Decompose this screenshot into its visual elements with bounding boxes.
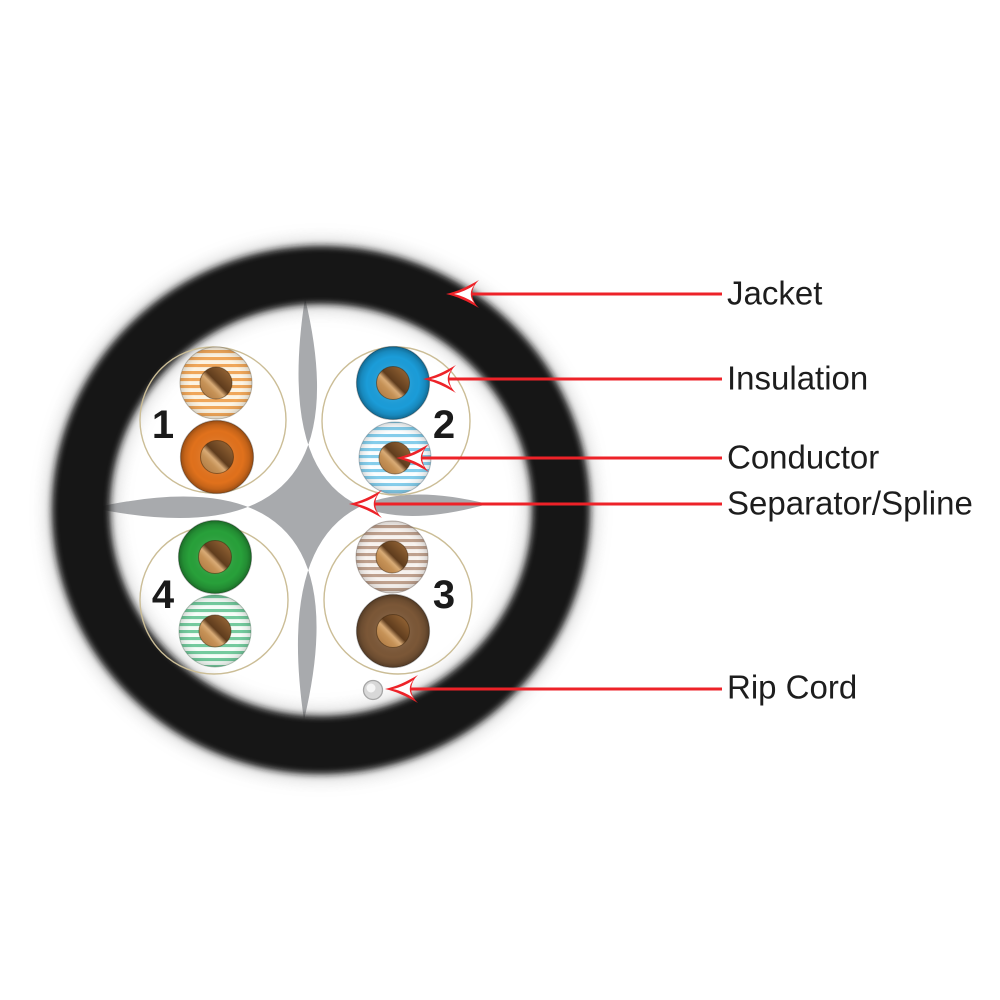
conductor — [376, 614, 410, 648]
conductor — [198, 540, 232, 574]
wire-pair1-top-white-orange — [179, 346, 253, 420]
conductor — [199, 366, 233, 400]
label-jacket: Jacket — [727, 274, 823, 312]
wire-pair1-bottom-orange — [179, 419, 255, 495]
wire-pair4-top-green — [177, 519, 253, 595]
conductor — [200, 440, 234, 474]
wire-pair3-top-white-brown — [355, 520, 429, 594]
jacket-ring — [52, 246, 590, 774]
label-ripcord: Rip Cord — [727, 668, 858, 706]
label-conductor: Conductor — [727, 438, 880, 476]
pair3-number: 3 — [433, 573, 455, 617]
wire-pair2-bottom-white-blue — [358, 421, 432, 495]
conductor — [375, 540, 409, 574]
wire-pair4-bottom-white-green — [178, 594, 252, 668]
pair2-number: 2 — [433, 403, 455, 447]
label-separator: Separator/Spline — [727, 484, 973, 522]
pair-numbers: 1 2 3 4 — [152, 403, 455, 617]
conductor — [376, 366, 410, 400]
conductor — [198, 614, 232, 648]
separator-spline-shape — [93, 298, 488, 720]
wire-pair2-top-blue — [355, 345, 431, 421]
wire-pair3-bottom-brown — [355, 593, 431, 669]
callout-arrows — [367, 292, 722, 691]
pair1-number: 1 — [152, 403, 174, 447]
pair4-number: 4 — [152, 573, 175, 617]
label-insulation: Insulation — [727, 359, 869, 397]
rip-cord — [362, 679, 384, 701]
